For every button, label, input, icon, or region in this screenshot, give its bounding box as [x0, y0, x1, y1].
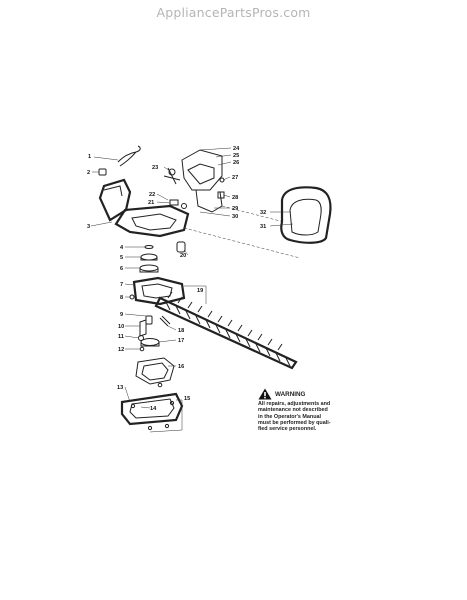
callout-27: 27: [232, 175, 238, 181]
callout-5: 5: [120, 255, 123, 261]
callout-28: 28: [232, 195, 238, 201]
part-crank-assembly: [124, 313, 177, 352]
callout-22: 22: [149, 192, 155, 198]
callout-31: 31: [260, 224, 266, 230]
callout-4: 4: [120, 245, 124, 251]
callout-12: 12: [118, 347, 124, 353]
callout-9: 9: [120, 312, 123, 318]
warning-heading: WARNING: [258, 388, 358, 400]
callout-24: 24: [233, 146, 240, 152]
callout-30: 30: [232, 214, 238, 220]
warning-body: All repairs, adjustments and maintenance…: [258, 401, 358, 432]
assembly-guide-lines: [183, 205, 301, 259]
callout-19: 19: [197, 288, 203, 294]
callout-2: 2: [87, 170, 90, 176]
callout-10: 10: [118, 324, 124, 330]
warning-line: must be performed by quali-: [258, 419, 331, 426]
part-cover-plate: [135, 357, 176, 388]
warning-line: maintenance not described: [258, 407, 328, 414]
warning-triangle-icon: [258, 388, 272, 400]
part-plug: [92, 168, 107, 176]
warning-title: WARNING: [275, 390, 306, 398]
part-gearbox: [124, 276, 186, 306]
part-gear-stack: [125, 241, 189, 273]
callout-21: 21: [148, 200, 154, 206]
warning-line: All repairs, adjustments and: [258, 401, 331, 407]
callout-25: 25: [233, 153, 239, 159]
callout-29: 29: [232, 206, 238, 212]
callout-15: 15: [184, 396, 190, 402]
callout-23: 23: [152, 165, 158, 171]
callout-18: 18: [178, 328, 184, 334]
callout-16: 16: [178, 364, 184, 370]
callout-6: 6: [120, 266, 123, 272]
part-housing: [90, 178, 190, 238]
part-rear-handle: [269, 186, 332, 244]
callout-labels: 1 2 3 4 5 6 7 8 9 10 11 12 13 14 15 16 1…: [87, 146, 266, 412]
warning-notice: WARNING All repairs, adjustments and mai…: [258, 388, 358, 432]
warning-line: in the Operator's Manual: [258, 413, 321, 420]
part-blade: [154, 285, 298, 370]
callout-8: 8: [120, 295, 123, 301]
part-cord: [93, 145, 141, 167]
callout-26: 26: [233, 160, 239, 166]
callout-7: 7: [120, 282, 123, 288]
callout-20: 20: [180, 253, 186, 259]
callout-13: 13: [117, 385, 123, 391]
part-motor-assembly: [156, 147, 232, 217]
watermark: AppliancePartsPros.com: [156, 5, 311, 20]
callout-17: 17: [178, 338, 184, 344]
warning-line: fied service personnel.: [258, 426, 317, 433]
callout-11: 11: [118, 334, 124, 340]
part-base-plate: [120, 386, 184, 433]
callout-32: 32: [260, 210, 266, 216]
callout-14: 14: [150, 406, 157, 412]
callout-3: 3: [87, 224, 90, 230]
callout-1: 1: [88, 154, 91, 160]
